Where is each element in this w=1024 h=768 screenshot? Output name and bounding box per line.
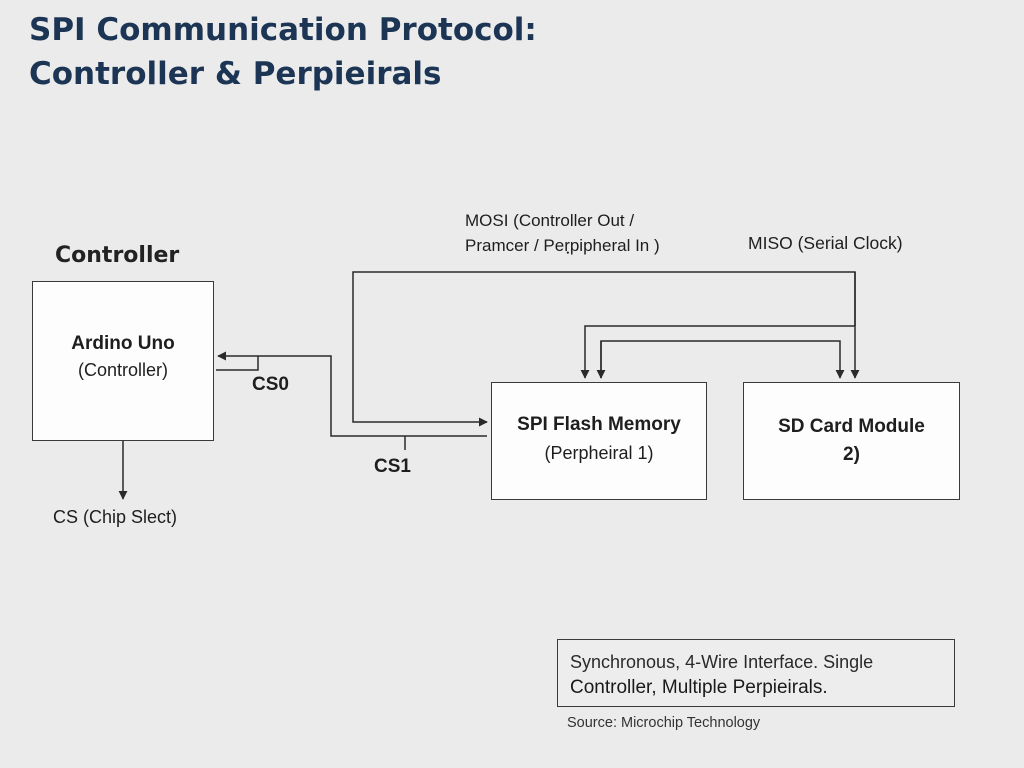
mosi-label-line-2: Pramcer / Perฺpipheral In ) — [465, 236, 660, 255]
controller-subtitle: (Controller) — [77, 360, 169, 380]
bus-wire-inner — [600, 340, 845, 379]
bus-wire-flash-outer — [580, 325, 855, 379]
flash-subtitle: (Perpheiral 1) — [544, 443, 654, 463]
controller-box: Ardino Uno (Controller) — [32, 281, 214, 441]
source-label: Source: Microchip Technology — [567, 715, 761, 731]
title-line-1: SPI Communication Protocol: — [29, 12, 537, 48]
mosi-label-line-1: MOSI (Controller Out / — [465, 211, 635, 230]
summary-line-2: Controller, Multiple Perpieirals. — [570, 677, 828, 698]
controller-name: Ardino Uno — [71, 333, 175, 354]
cs1-label: CS1 — [374, 456, 411, 477]
sd-name: SD Card Module — [778, 416, 925, 437]
cs0-wire — [217, 351, 487, 437]
mosi-label: MOSI (Controller Out / Pramcer / Perฺpip… — [465, 208, 660, 258]
spi-flash-memory-box: SPI Flash Memory (Perpheiral 1) — [491, 382, 707, 500]
miso-label: MISO (Serial Clock) — [748, 233, 903, 253]
flash-name: SPI Flash Memory — [517, 414, 681, 435]
cs0-stub — [216, 356, 259, 371]
chip-select-label: CS (Chip Slect) — [53, 507, 178, 527]
title-line-2: Controller & Perpieirals — [29, 56, 442, 92]
controller-section-label: Controller — [55, 243, 180, 268]
summary-box: Synchronous, 4-Wire Interface. Single Co… — [557, 639, 955, 707]
page-title: SPI Communication Protocol: Controller &… — [29, 8, 537, 96]
summary-line-1: Synchronous, 4-Wire Interface. Single — [570, 652, 874, 672]
cs0-label: CS0 — [252, 374, 289, 395]
sd-card-module-box: SD Card Module 2) — [743, 382, 960, 500]
sd-subtitle: 2) — [843, 444, 860, 465]
